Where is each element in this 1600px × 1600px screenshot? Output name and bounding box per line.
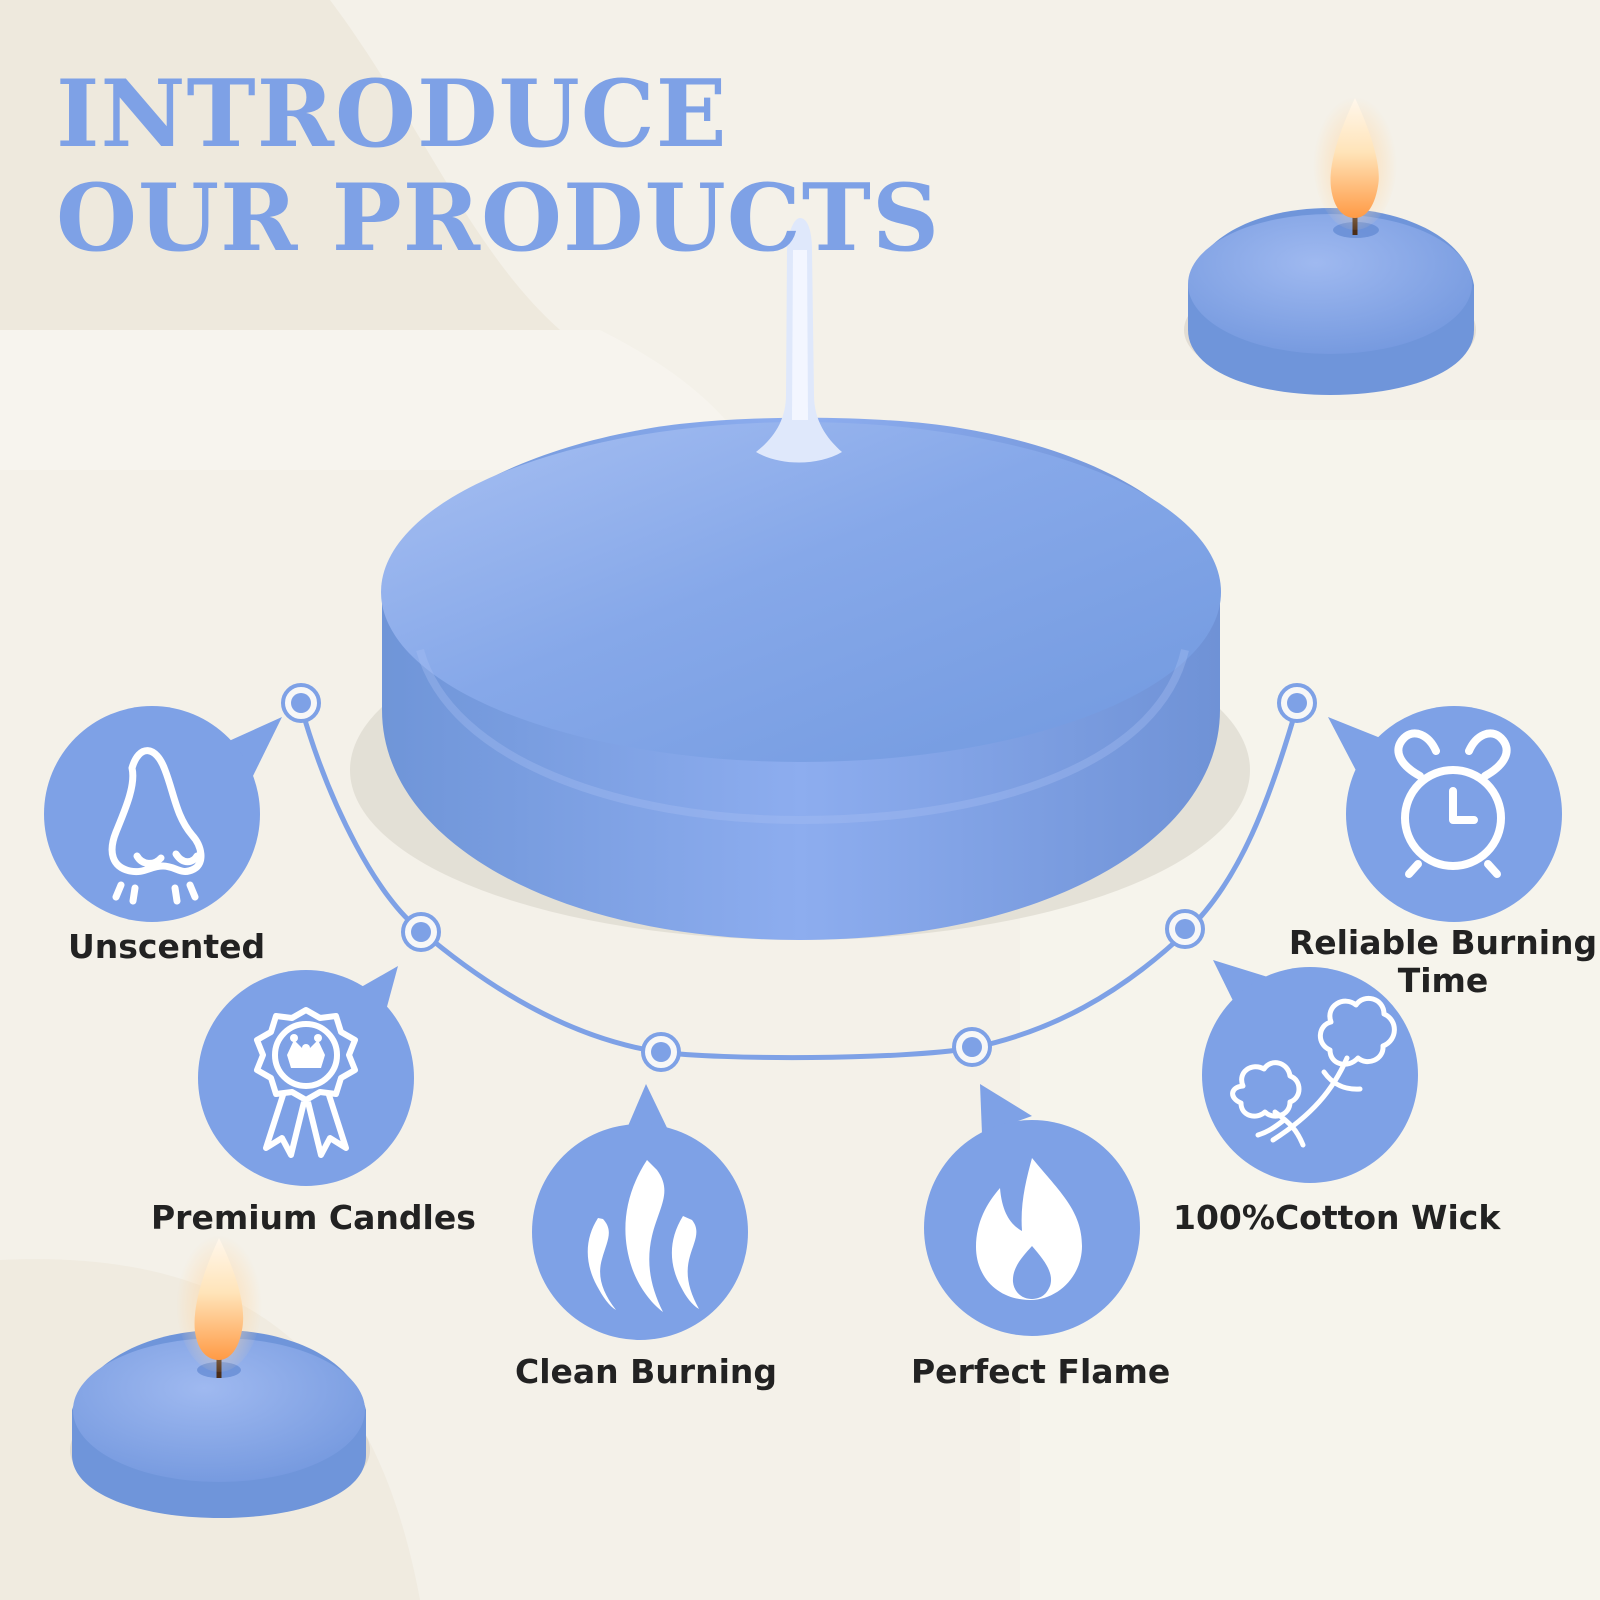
small-candle-bottom-left xyxy=(70,1228,370,1518)
feature-unscented xyxy=(44,706,282,922)
page-title: INTRODUCE OUR PRODUCTS xyxy=(56,62,940,270)
nose-icon xyxy=(108,747,205,905)
feature-label-unscented: Unscented xyxy=(68,927,266,966)
award-badge-icon xyxy=(254,1007,358,1158)
small-candle-top-right xyxy=(1184,90,1476,395)
feature-label-premium-candles: Premium Candles xyxy=(151,1198,476,1237)
unscented-badge xyxy=(44,706,260,922)
feature-label-reliable-burning-time: Reliable Burning Time xyxy=(1286,924,1600,1000)
feature-label-cotton-wick: 100%Cotton Wick xyxy=(1173,1198,1501,1237)
feature-label-clean-burning: Clean Burning xyxy=(515,1352,778,1391)
premium-badge xyxy=(198,970,414,1186)
title-line-1: INTRODUCE xyxy=(56,59,728,168)
reliable-label-line-2: Time xyxy=(1397,961,1489,1000)
feature-cotton-wick xyxy=(1202,960,1418,1183)
main-candle xyxy=(350,218,1250,940)
title-line-2: OUR PRODUCTS xyxy=(56,163,941,272)
feature-connector-arc xyxy=(297,702,1301,1061)
feature-reliable-burning-time xyxy=(1328,706,1562,922)
feature-perfect-flame xyxy=(924,1084,1140,1336)
feature-premium-candles xyxy=(198,966,414,1186)
feature-clean-burning xyxy=(532,1084,748,1340)
smoke-waves-icon xyxy=(587,1160,699,1312)
alarm-clock-icon xyxy=(1394,729,1511,878)
flame-icon xyxy=(976,1158,1082,1300)
reliable-label-line-1: Reliable Burning xyxy=(1288,923,1598,962)
feature-label-perfect-flame: Perfect Flame xyxy=(911,1352,1171,1391)
cotton-badge xyxy=(1202,967,1418,1183)
cotton-icon xyxy=(1230,995,1397,1148)
